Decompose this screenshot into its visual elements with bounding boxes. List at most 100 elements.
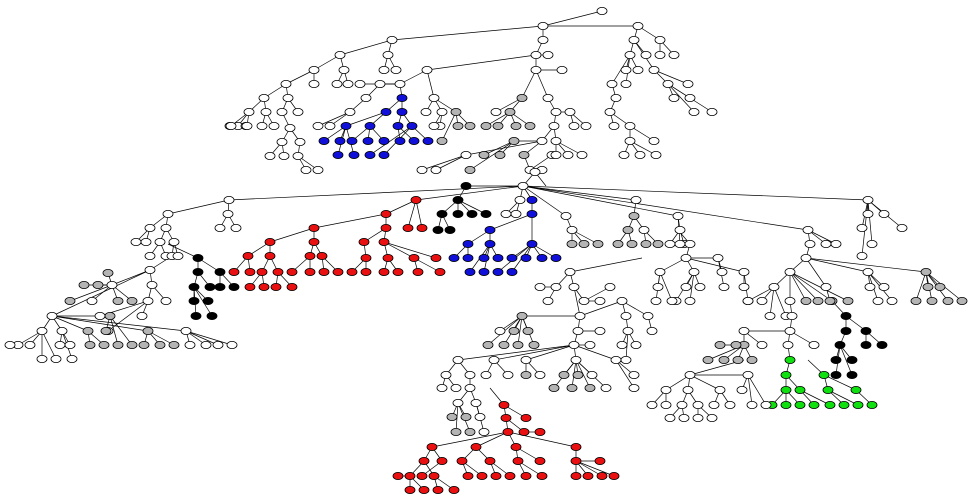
tree-node-white-349 <box>642 311 654 320</box>
tree-node-red-197 <box>402 223 414 232</box>
tree-edge <box>167 243 199 259</box>
tree-node-gray-68 <box>452 122 464 131</box>
tree-node-green-467 <box>822 385 834 394</box>
tree-node-red-357 <box>426 442 438 451</box>
tree-node-red-186 <box>360 253 372 262</box>
tree-node-white-276 <box>54 340 66 349</box>
tree-node-white-81 <box>550 108 562 117</box>
tree-node-blue-222 <box>550 253 562 262</box>
tree-node-green-433 <box>794 400 806 409</box>
tree-edge <box>569 257 643 273</box>
tree-node-black-260 <box>202 296 214 305</box>
tree-node-green-436 <box>824 400 836 409</box>
tree-node-white-323 <box>478 427 490 436</box>
tree-node-white-233 <box>638 225 650 234</box>
tree-node-gray-328 <box>520 370 532 379</box>
tree-edge <box>51 315 187 332</box>
tree-node-white-299 <box>574 311 586 320</box>
tree-node-red-385 <box>608 471 620 480</box>
tree-edge <box>747 374 753 406</box>
tree-node-white-252 <box>856 223 868 232</box>
tree-node-white-293 <box>226 340 238 349</box>
tree-node-white-444 <box>862 267 874 276</box>
tree-node-gray-423 <box>718 355 730 364</box>
tree-node-white-291 <box>200 340 212 349</box>
tree-node-white-14 <box>256 122 268 131</box>
tree-edge <box>41 330 57 360</box>
tree-node-red-183 <box>332 267 344 276</box>
tree-node-gray-151 <box>64 296 76 305</box>
tree-node-white-128 <box>654 36 666 45</box>
tree-node-black-206 <box>480 209 492 218</box>
tree-edge <box>345 111 387 127</box>
tree-node-red-163 <box>410 195 422 204</box>
tree-node-black-200 <box>452 195 464 204</box>
tree-node-white-102 <box>556 66 568 75</box>
tree-node-gray-332 <box>572 370 584 379</box>
tree-node-white-255 <box>856 251 868 260</box>
tree-node-black-264 <box>214 267 226 276</box>
tree-node-white-277 <box>66 354 78 363</box>
tree-node-white-445 <box>864 282 876 291</box>
tree-node-gray-438 <box>800 296 812 305</box>
tree-node-white-253 <box>866 239 878 248</box>
tree-node-gray-230 <box>622 225 634 234</box>
tree-edge <box>313 213 387 229</box>
tree-node-white-327 <box>520 355 532 364</box>
tree-node-white-347 <box>630 340 642 349</box>
tree-node-white-57 <box>374 80 386 89</box>
tree-node-red-164 <box>380 209 392 218</box>
tree-node-gray-87 <box>464 165 476 174</box>
tree-node-gray-150 <box>126 296 138 305</box>
tree-node-white-23 <box>292 151 304 160</box>
tree-node-red-382 <box>570 471 582 480</box>
tree-node-white-485 <box>724 400 736 409</box>
tree-node-gray-304 <box>482 340 494 349</box>
tree-node-white-129 <box>654 51 666 60</box>
tree-node-gray-86 <box>478 150 490 159</box>
tree-edge <box>573 344 617 361</box>
tree-edge <box>431 431 509 448</box>
tree-edge <box>285 69 315 85</box>
tree-node-black-457 <box>840 326 852 335</box>
tree-edge <box>769 286 775 317</box>
tree-node-blue-51 <box>394 136 406 145</box>
tree-node-blue-212 <box>462 253 474 262</box>
tree-node-white-160 <box>222 209 234 218</box>
tree-node-white-402 <box>716 267 728 276</box>
tree-node-white-442 <box>820 282 832 291</box>
tree-edge <box>653 69 689 85</box>
tree-node-white-153 <box>146 280 158 289</box>
tree-node-white-292 <box>212 340 224 349</box>
tree-edge <box>228 185 524 201</box>
tree-node-red-355 <box>500 413 512 422</box>
tree-node-white-103 <box>542 51 554 60</box>
tree-edge <box>407 199 417 229</box>
tree-node-blue-54 <box>422 136 434 145</box>
tree-edge <box>51 269 151 317</box>
tree-node-red-196 <box>430 253 442 262</box>
tree-node-blue-224 <box>506 267 518 276</box>
tree-node-white-408 <box>800 253 812 262</box>
tree-edge <box>823 374 857 391</box>
tree-node-white-476 <box>682 385 694 394</box>
tree-node-gray-443 <box>824 296 836 305</box>
tree-node-white-119 <box>648 136 660 145</box>
tree-node-white-391 <box>680 253 692 262</box>
tree-node-white-411 <box>742 296 754 305</box>
tree-edge <box>522 185 809 231</box>
tree-node-white-137 <box>140 237 152 246</box>
tree-node-gray-76 <box>480 122 492 131</box>
tree-node-gray-449 <box>920 267 932 276</box>
tree-node-white-418 <box>738 326 750 335</box>
tree-edge <box>317 111 351 127</box>
tree-node-white-344 <box>620 311 632 320</box>
tree-node-black-265 <box>214 282 226 291</box>
tree-edge <box>426 54 537 71</box>
tree-node-white-294 <box>564 267 576 276</box>
tree-edge <box>805 257 827 288</box>
tree-edge <box>415 199 423 229</box>
tree-node-white-13 <box>260 108 272 117</box>
tree-node-white-350 <box>646 326 658 335</box>
tree-edge <box>667 83 695 113</box>
